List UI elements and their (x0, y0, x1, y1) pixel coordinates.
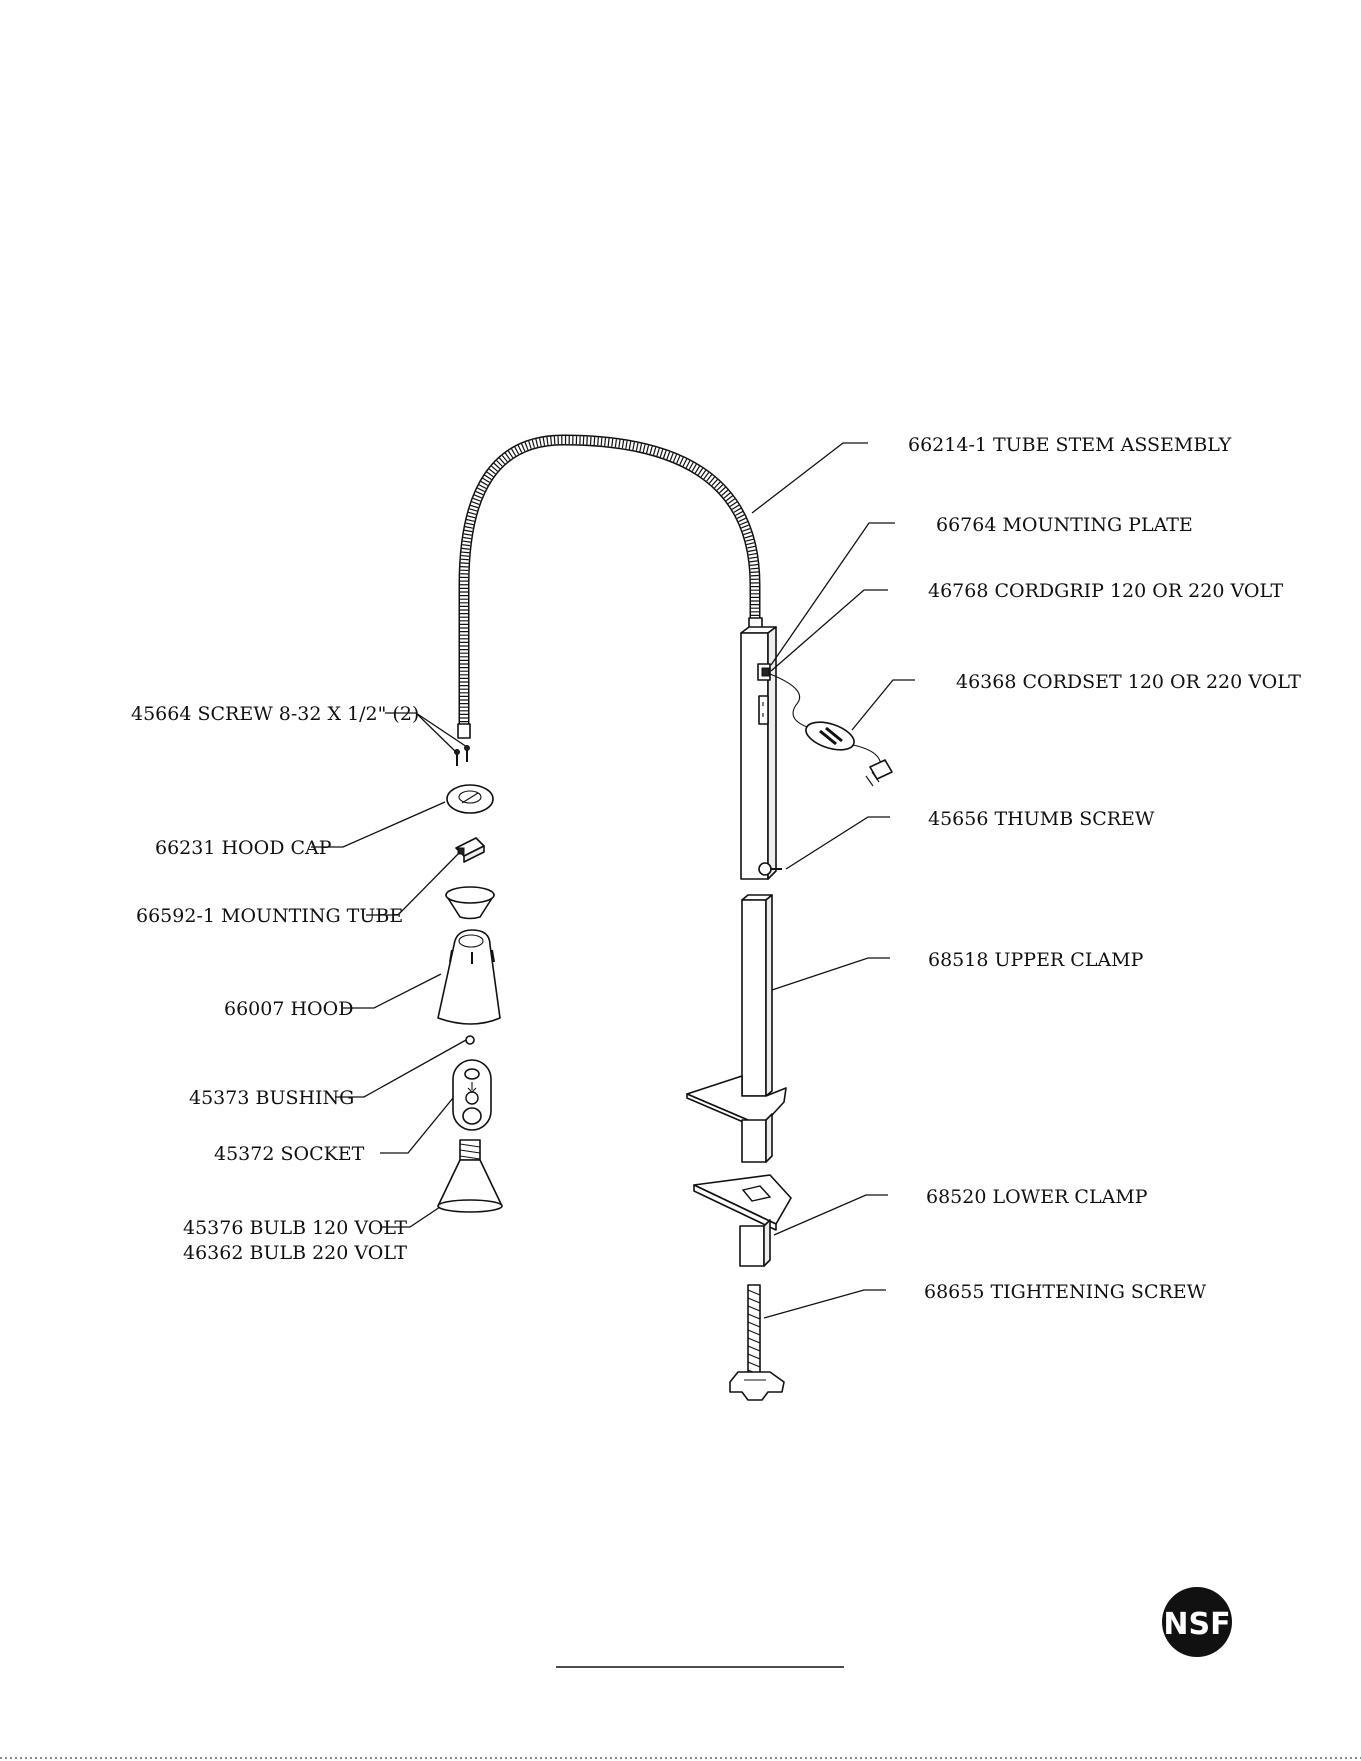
hood-part (437, 929, 501, 1025)
socket-part (452, 1059, 492, 1131)
cordset-part (769, 673, 893, 787)
mounting-tube-part (455, 837, 485, 863)
bushing-part (465, 1035, 475, 1045)
hood-cap-part (446, 784, 494, 814)
reflector-part (445, 886, 495, 920)
nsf-logo: NSF (1162, 1587, 1232, 1657)
label-cordgrip: 46768 CORDGRIP 120 OR 220 VOLT (928, 580, 1284, 602)
label-hood: 66007 HOOD (224, 998, 353, 1020)
leader-lines (311, 442, 915, 1319)
tube-stem-assembly-part (457, 434, 763, 739)
label-bulb-120: 45376 BULB 120 VOLT (183, 1217, 407, 1239)
label-mounting-plate: 66764 MOUNTING PLATE (936, 514, 1193, 536)
label-bushing: 45373 BUSHING (189, 1087, 354, 1109)
screw-parts (454, 745, 470, 766)
label-socket: 45372 SOCKET (214, 1143, 365, 1165)
label-screw: 45664 SCREW 8-32 X 1/2" (2) (131, 703, 419, 725)
mounting-bar-part (740, 626, 777, 880)
thumb-screw-part (758, 862, 782, 876)
lower-clamp-part (693, 1174, 792, 1267)
tightening-screw-part (729, 1284, 785, 1401)
nsf-logo-text: NSF (1163, 1607, 1230, 1642)
bulb-part (437, 1139, 503, 1213)
label-hood-cap: 66231 HOOD CAP (155, 837, 332, 859)
label-cordset: 46368 CORDSET 120 OR 220 VOLT (956, 671, 1301, 693)
label-tightening-screw: 68655 TIGHTENING SCREW (924, 1281, 1207, 1303)
nsf-logo-circle (1162, 1587, 1232, 1657)
label-mounting-tube: 66592-1 MOUNTING TUBE (136, 905, 403, 927)
label-bulb-220: 46362 BULB 220 VOLT (183, 1242, 407, 1264)
label-lower-clamp: 68520 LOWER CLAMP (926, 1186, 1148, 1208)
label-upper-clamp: 68518 UPPER CLAMP (928, 949, 1144, 971)
label-thumb-screw: 45656 THUMB SCREW (928, 808, 1155, 830)
upper-clamp-part (686, 894, 787, 1163)
label-tube-stem-assembly: 66214-1 TUBE STEM ASSEMBLY (908, 434, 1232, 456)
